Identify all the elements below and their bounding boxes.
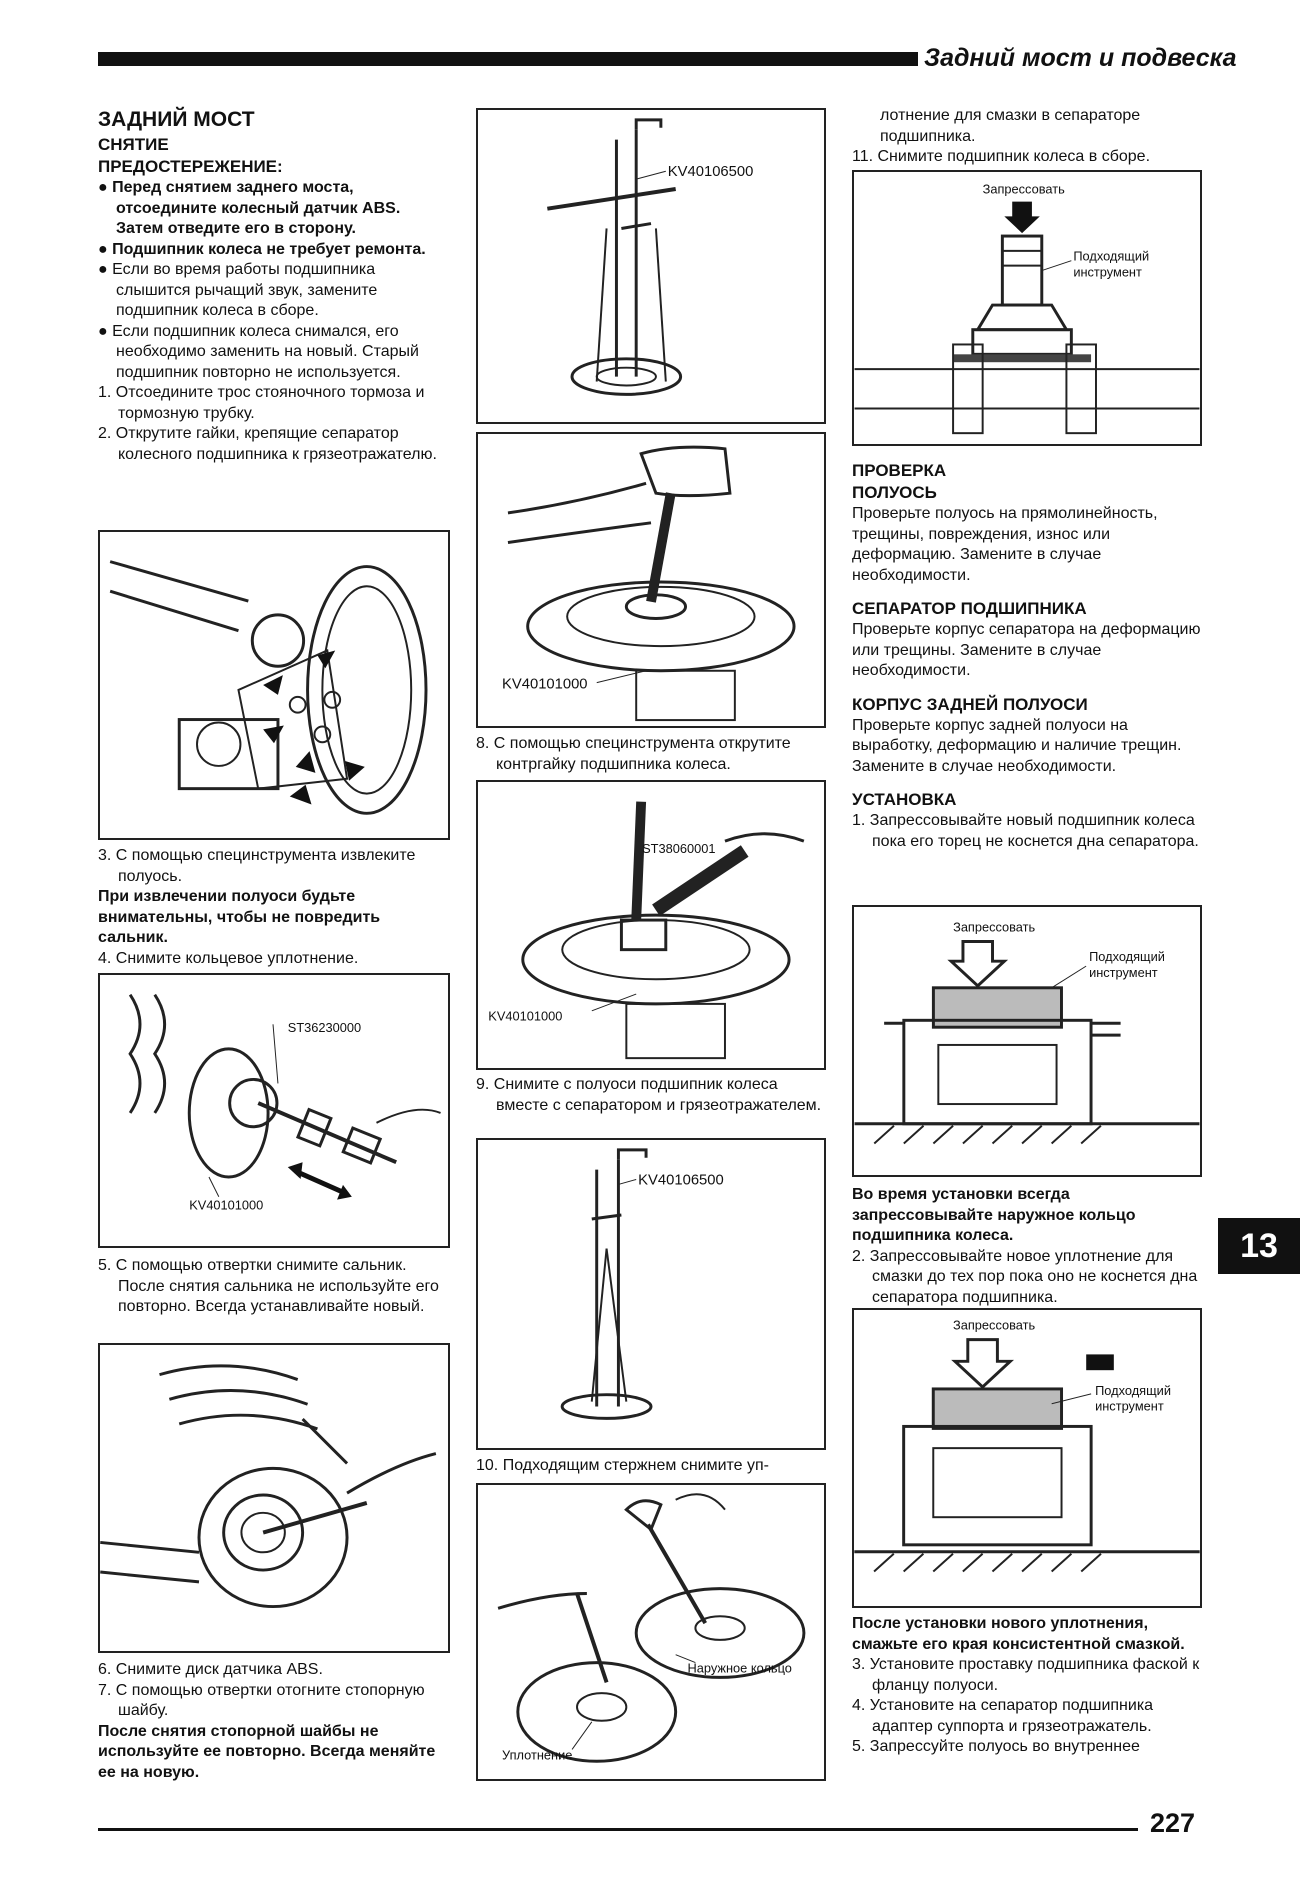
- page-number: 227: [1150, 1808, 1196, 1838]
- note-text: После установки нового уплотнения, смажь…: [852, 1615, 1185, 1653]
- step-text: 1. Запрессовывайте новый подшипник колес…: [852, 812, 1199, 850]
- step-text: 1. Отсоедините трос стояночного тормоза …: [98, 384, 425, 422]
- figure-bearing-press-in: Запрессовать Подходящий инструмент: [852, 905, 1202, 1177]
- tool-label: KV40101000: [502, 677, 587, 693]
- tool-label: KV40101000: [189, 1198, 263, 1213]
- figure-seal-punch: Наружное кольцо Уплотнение: [476, 1483, 826, 1781]
- separator-text: Проверьте корпус сепаратора на деформаци…: [852, 621, 1201, 679]
- step-text: 2. Запрессовывайте новое уплотнение для …: [852, 1247, 1198, 1306]
- press-label: Запрессовать: [983, 182, 1065, 197]
- tool-label: Подходящий: [1095, 1383, 1171, 1398]
- press-label: Запрессовать: [953, 1318, 1036, 1333]
- step-text: 7. С помощью отвертки отогните стопорную…: [98, 1681, 425, 1720]
- step-text: 8. С помощью специнструмента открутите к…: [476, 735, 791, 773]
- figure-axle-puller: ST36230000 KV40101000: [98, 973, 450, 1248]
- step-text: 11. Снимите подшипник колеса в сборе.: [852, 148, 1151, 165]
- figure-puller-kv40106500-2: KV40106500: [476, 1138, 826, 1450]
- tool-label: Подходящий: [1089, 949, 1165, 964]
- middle-column-text-2: 9. Снимите с полуоси подшипник колеса вм…: [476, 1075, 828, 1116]
- housing-heading: КОРПУС ЗАДНЕЙ ПОЛУОСИ: [852, 694, 1088, 714]
- subsection-heading: СНЯТИЕ: [98, 135, 169, 154]
- step-text: 3. Установите проставку подшипника фаско…: [852, 1656, 1200, 1694]
- right-column-check: ПРОВЕРКА ПОЛУОСЬ Проверьте полуось на пр…: [852, 460, 1204, 852]
- part-label: Уплотнение: [502, 1747, 572, 1762]
- left-column-lower: 5. С помощью отвертки снимите сальник. П…: [98, 1256, 450, 1318]
- separator-heading: СЕПАРАТОР ПОДШИПНИКА: [852, 599, 1087, 618]
- housing-text: Проверьте корпус задней полуоси на выраб…: [852, 716, 1182, 775]
- section-title: Задний мост и подвеска: [924, 44, 1237, 72]
- install-heading: УСТАНОВКА: [852, 790, 957, 809]
- warning-heading: ПРЕДОСТЕРЕЖЕНИЕ:: [98, 157, 283, 176]
- press-label: Запрессовать: [953, 920, 1035, 935]
- tool-label: KV40101000: [488, 1009, 562, 1024]
- step-text: 5. С помощью отвертки снимите сальник. П…: [98, 1257, 439, 1315]
- axle-heading: ПОЛУОСЬ: [852, 483, 937, 502]
- right-column-bottom: После установки нового уплотнения, смажь…: [852, 1614, 1204, 1758]
- right-column-install: Во время установки всегда запрессовывайт…: [852, 1185, 1204, 1308]
- step-text: 6. Снимите диск датчика ABS.: [98, 1661, 323, 1678]
- tool-label: ST38060001: [642, 841, 715, 856]
- note-text: При извлечении полуоси будьте внимательн…: [98, 888, 381, 946]
- left-column-bottom: 6. Снимите диск датчика ABS. 7. С помощь…: [98, 1660, 450, 1783]
- middle-column-text: 8. С помощью специнструмента открутите к…: [476, 734, 828, 775]
- step-text: 3. С помощью специнструмента извлеките п…: [98, 847, 416, 885]
- step-text: 5. Запрессуйте полуось во внутреннее: [852, 1738, 1140, 1755]
- warning-bullet: ● Если во время работы подшипника слышит…: [98, 261, 378, 319]
- note-text: После снятия стопорной шайбы не использу…: [98, 1722, 436, 1781]
- tool-label: инструмент: [1089, 965, 1158, 980]
- figure-seal-removal: [98, 1343, 450, 1653]
- axle-text: Проверьте полуось на прямолинейность, тр…: [852, 505, 1158, 584]
- part-label: Наружное кольцо: [688, 1660, 792, 1675]
- step-text: 2. Открутите гайки, крепящие сепаратор к…: [98, 425, 437, 463]
- tool-label: ST36230000: [288, 1020, 361, 1035]
- tool-label: KV40106500: [638, 1172, 724, 1188]
- right-column-top: лотнение для смазки в сепараторе подшипн…: [852, 106, 1204, 168]
- warning-bullet: ● Перед снятием заднего моста, отсоедини…: [98, 179, 401, 237]
- step-text: 10. Подходящим стержнем снимите уп-: [476, 1457, 770, 1474]
- step-text: 4. Установите на сепаратор подшипника ад…: [852, 1697, 1154, 1735]
- warning-bullet: ● Если подшипник колеса снимался, его не…: [98, 322, 419, 381]
- step-text: 9. Снимите с полуоси подшипник колеса вм…: [476, 1076, 822, 1114]
- check-heading: ПРОВЕРКА: [852, 461, 947, 480]
- chapter-tab: 13: [1218, 1218, 1300, 1274]
- figure-bearing-press-out: Запрессовать Подходящий инструмент: [852, 170, 1202, 446]
- tool-label: Подходящий: [1073, 249, 1149, 264]
- figure-locknut-wrench: KV40101000: [476, 432, 826, 728]
- step-text: 4. Снимите кольцевое уплотнение.: [98, 949, 359, 967]
- left-column-mid: 3. С помощью специнструмента извлеките п…: [98, 846, 450, 969]
- left-column: ЗАДНИЙ МОСТ СНЯТИЕ ПРЕДОСТЕРЕЖЕНИЕ: ● Пе…: [98, 106, 450, 465]
- warning-bullet: ● Подшипник колеса не требует ремонта.: [98, 240, 426, 258]
- tool-label: инструмент: [1073, 264, 1142, 279]
- section-heading: ЗАДНИЙ МОСТ: [98, 108, 255, 131]
- figure-seal-press-in: Запрессовать Подходящий инструмент: [852, 1308, 1202, 1608]
- tool-label: KV40106500: [668, 164, 754, 180]
- tool-label: инструмент: [1095, 1399, 1164, 1414]
- figure-brake-drum-nuts: [98, 530, 450, 840]
- step-text: лотнение для смазки в сепараторе подшипн…: [880, 107, 1141, 145]
- note-text: Во время установки всегда запрессовывайт…: [852, 1186, 1136, 1244]
- figure-locknut-st38060001: ST38060001 KV40101000: [476, 780, 826, 1070]
- figure-puller-kv40106500: KV40106500: [476, 108, 826, 424]
- header-rule: [98, 52, 918, 66]
- middle-column-text-3: 10. Подходящим стержнем снимите уп-: [476, 1456, 828, 1477]
- footer-rule: [98, 1828, 1138, 1831]
